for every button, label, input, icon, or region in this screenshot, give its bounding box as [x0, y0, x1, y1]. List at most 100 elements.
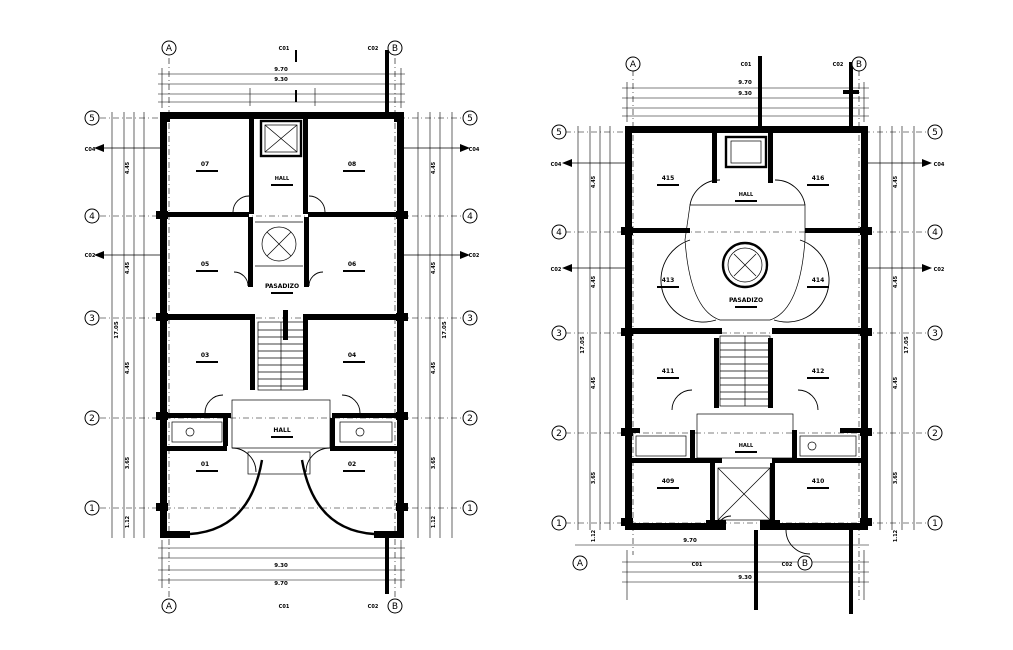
grid-number-3-right-b: 3 — [932, 329, 938, 339]
grid-letter-b-bottom: B — [392, 602, 398, 612]
dim-total-width-top: 9.70 — [274, 67, 288, 73]
column-label-c01: C01 — [279, 46, 290, 52]
grid-number-2-left-b: 2 — [556, 429, 562, 439]
level-marks-b — [657, 184, 829, 489]
grid-letter-b-top-b: B — [856, 60, 862, 70]
dim-total-width-top-b: 9.70 — [738, 80, 752, 86]
grid-number-1-right-b: 1 — [932, 519, 938, 529]
column-label-c04-right: C04 — [469, 147, 480, 153]
grid-number-3-right: 3 — [467, 314, 473, 324]
column-label-c02-right: C02 — [469, 253, 480, 259]
column-label-c02-bottom-b: C02 — [782, 562, 793, 568]
dim-bay-1-b: 4.45 — [591, 175, 597, 188]
dim-inner-width-bottom-b: 9.30 — [738, 575, 752, 581]
dim-bay-1: 4.45 — [125, 161, 131, 174]
space-label-pasadizo: PASADIZO — [265, 283, 299, 290]
grid-number-5-right: 5 — [467, 114, 473, 124]
column-label-c04: C04 — [85, 147, 96, 153]
grid-number-5-left: 5 — [89, 114, 95, 124]
windows-a — [162, 115, 402, 500]
dim-inner-width-bottom: 9.30 — [274, 563, 288, 569]
dim-inner-width-top: 9.30 — [274, 77, 288, 83]
room-label-08: 08 — [348, 161, 356, 168]
grid-number-5-right-b: 5 — [932, 128, 938, 138]
room-label-409: 409 — [662, 478, 675, 485]
dim-total-depth-left-b: 17.05 — [580, 336, 586, 354]
grid-number-1-left: 1 — [89, 504, 95, 514]
room-label-413: 413 — [662, 277, 675, 284]
grid-number-1-right: 1 — [467, 504, 473, 514]
dim-total-width-bottom-b: 9.70 — [683, 538, 697, 544]
dim-bay-1-right-b: 4.45 — [893, 175, 899, 188]
column-label-c02-right-b: C02 — [934, 267, 945, 273]
grid-number-5-left-b: 5 — [556, 128, 562, 138]
dim-bay-5-right: 1.12 — [431, 515, 437, 528]
stair-treads-b — [720, 342, 770, 400]
dim-bay-1-right: 4.45 — [431, 161, 437, 174]
dim-bay-3-right-b: 4.45 — [893, 376, 899, 389]
grid-letter-a-bottom-b: A — [577, 559, 584, 569]
grid-number-2-left: 2 — [89, 414, 95, 424]
level-marks-a — [196, 170, 365, 472]
plan-a: A B A B 5 4 3 2 1 5 4 3 2 1 9.70 9.30 — [84, 40, 480, 614]
stair-treads-a — [258, 329, 304, 387]
dim-inner-width-top-b: 9.30 — [738, 91, 752, 97]
space-label-hall-lower: HALL — [273, 427, 290, 434]
room-label-02: 02 — [348, 461, 356, 468]
grid-letter-a-top-b: A — [630, 60, 637, 70]
column-label-c01-bottom: C01 — [279, 604, 290, 610]
room-label-03: 03 — [201, 352, 209, 359]
space-label-pasadizo-b: PASADIZO — [729, 297, 763, 304]
grid-number-4-right: 4 — [467, 212, 473, 222]
room-label-06: 06 — [348, 261, 356, 268]
room-label-412: 412 — [812, 368, 825, 375]
dim-bay-3: 4.45 — [125, 361, 131, 374]
dim-bay-4-right-b: 3.65 — [893, 471, 899, 484]
dim-bay-2-right-b: 4.45 — [893, 275, 899, 288]
room-label-04: 04 — [348, 352, 356, 359]
space-label-hall-upper-b: HALL — [739, 192, 754, 198]
grid-number-2-right: 2 — [467, 414, 473, 424]
dim-total-depth-right-b: 17.05 — [904, 336, 910, 354]
dim-bay-5-right-b: 1.12 — [893, 529, 899, 542]
dim-bay-4-b: 3.65 — [591, 471, 597, 484]
room-label-410: 410 — [812, 478, 825, 485]
dim-total-depth-right: 17.05 — [442, 321, 448, 339]
grid-number-3-left: 3 — [89, 314, 95, 324]
dim-total-width-bottom: 9.70 — [274, 581, 288, 587]
dim-bay-2-b: 4.45 — [591, 275, 597, 288]
dim-bay-4: 3.65 — [125, 456, 131, 469]
grid-number-4-left-b: 4 — [556, 228, 562, 238]
column-label-c02-left: C02 — [85, 253, 96, 259]
room-label-415: 415 — [662, 175, 675, 182]
grid-number-1-left-b: 1 — [556, 519, 562, 529]
column-label-c01-b: C01 — [741, 62, 752, 68]
grid-number-4-right-b: 4 — [932, 228, 938, 238]
room-label-411: 411 — [662, 368, 675, 375]
dim-bay-3-b: 4.45 — [591, 376, 597, 389]
column-label-c02-top-b: C02 — [833, 62, 844, 68]
room-label-414: 414 — [812, 277, 825, 284]
room-label-416: 416 — [812, 175, 825, 182]
column-label-c01-bottom-b: C01 — [692, 562, 703, 568]
dim-total-depth-left: 17.05 — [114, 321, 120, 339]
space-label-hall-upper: HALL — [275, 176, 290, 182]
column-label-c02-left-b: C02 — [551, 267, 562, 273]
dim-bay-4-right: 3.65 — [431, 456, 437, 469]
grid-number-4-left: 4 — [89, 212, 95, 222]
dim-bay-3-right: 4.45 — [431, 361, 437, 374]
room-label-05: 05 — [201, 261, 209, 268]
column-label-c02-bottom: C02 — [368, 604, 379, 610]
dim-bay-5-b: 1.12 — [591, 529, 597, 542]
dim-bay-2-right: 4.45 — [431, 261, 437, 274]
grid-number-2-right-b: 2 — [932, 429, 938, 439]
column-label-c04-right-b: C04 — [934, 162, 945, 168]
room-label-01: 01 — [201, 461, 209, 468]
space-label-hall-lower-b: HALL — [739, 443, 754, 449]
grid-letter-b-bottom-b: B — [802, 559, 808, 569]
grid-number-3-left-b: 3 — [556, 329, 562, 339]
grid-letter-b-top: B — [392, 44, 398, 54]
dim-bay-5: 1.12 — [125, 515, 131, 528]
room-label-07: 07 — [201, 161, 209, 168]
